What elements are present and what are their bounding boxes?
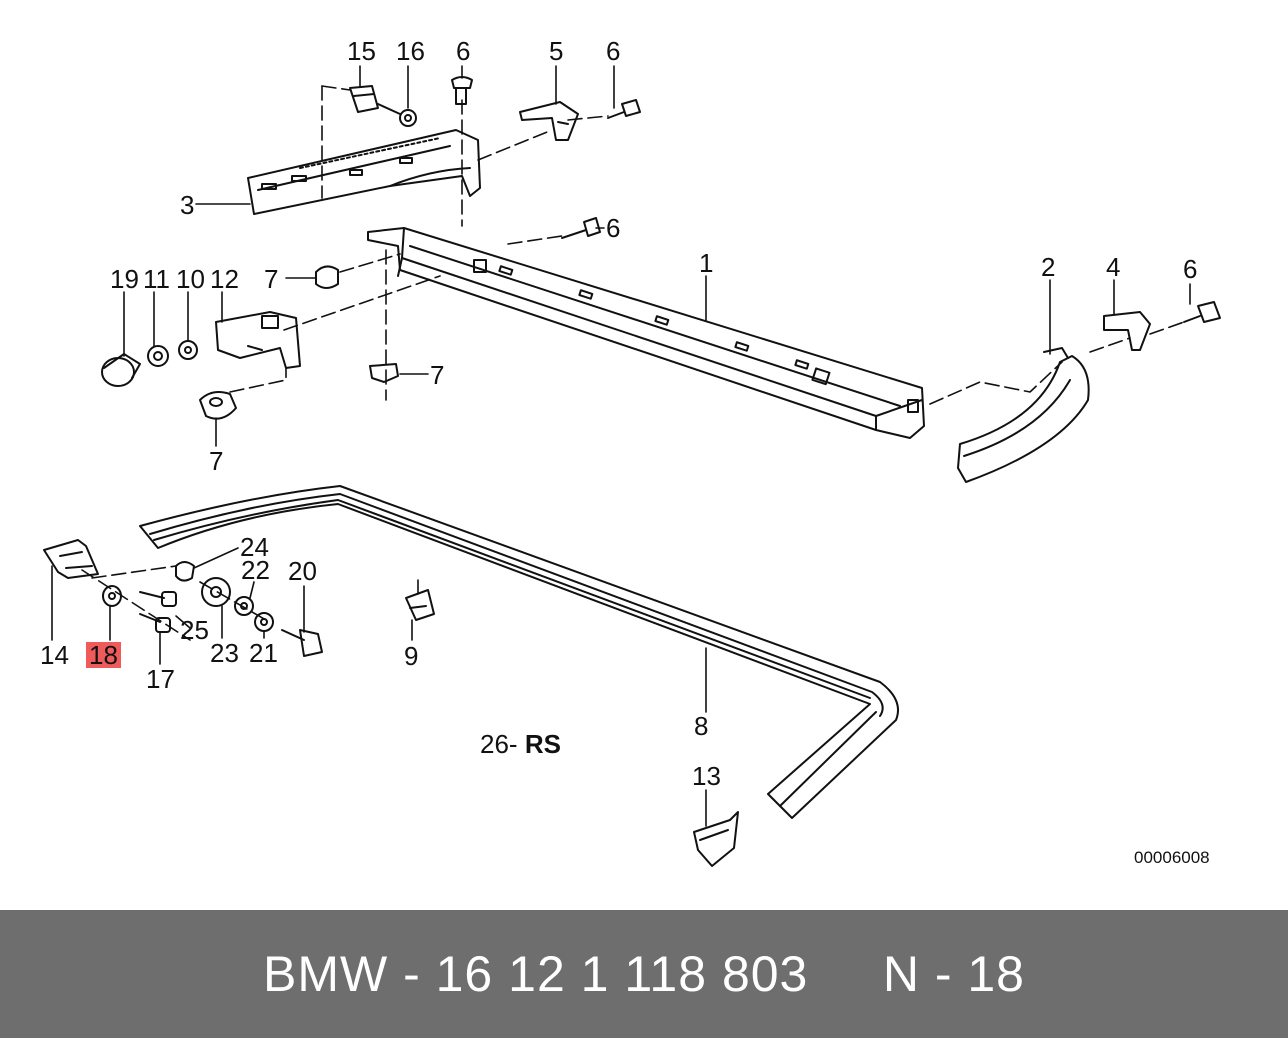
callout-7-lower[interactable]: 7 [209,446,224,476]
part-4-clip [1103,311,1151,351]
part-17-bolt [139,613,171,633]
part-23-bushing [201,577,231,607]
parts-diagram: 15 16 6 5 6 3 6 1 2 4 6 19 11 10 12 7 7 … [40,36,1221,867]
footer-bar: BMW - 16 12 1 118 803 N - 18 [0,910,1288,1038]
callout-6-right[interactable]: 6 [1183,254,1198,284]
section-number: 26 [480,729,509,759]
section-label: 26- RS [480,729,561,760]
part-7-nut-center [369,363,399,383]
part-12-bracket [215,311,301,369]
callout-22[interactable]: 22 [241,555,270,585]
callout-1[interactable]: 1 [699,248,714,278]
callout-19[interactable]: 19 [110,264,139,294]
callout-10[interactable]: 10 [176,264,205,294]
part-20-bolt [281,629,323,657]
section-code: RS [524,729,561,759]
callout-6-top[interactable]: 6 [456,36,471,66]
part-6-screw-top [451,76,473,105]
part-number-caption: BMW - 16 12 1 118 803 N - 18 [263,946,1025,1002]
callout-9[interactable]: 9 [404,641,419,671]
part-24-nut [175,561,195,582]
part-13-clip [693,811,739,867]
callout-4[interactable]: 4 [1106,252,1121,282]
part-6-screw-right-top [607,99,641,119]
part-7-nut-lower [199,391,237,420]
part-11-nut [147,345,169,367]
callout-5[interactable]: 5 [549,36,564,66]
callout-17[interactable]: 17 [146,664,175,694]
part-22-washer [234,596,254,616]
part-25-bolt [139,591,177,607]
part-15-clip [349,85,379,113]
part-6-screw-right [1183,301,1221,323]
part-19-cap [101,353,141,387]
leader-lines [51,65,1191,827]
callout-20[interactable]: 20 [288,556,317,586]
callout-12[interactable]: 12 [210,264,239,294]
callout-24[interactable]: 24 [240,532,269,562]
diagram-drawing [43,65,1221,867]
part-9-clip [405,589,435,621]
callout-11[interactable]: 11 [143,264,170,294]
callout-25[interactable]: 25 [180,615,209,645]
part-14-end-cap [43,539,99,579]
part-2-end-piece [957,347,1090,483]
part-10-washer [178,340,198,360]
part-5-clip [519,101,579,141]
callout-21[interactable]: 21 [249,638,278,668]
part-18-nut [102,585,122,607]
callout-14[interactable]: 14 [40,640,69,670]
callout-16[interactable]: 16 [396,36,425,66]
callout-6-mid[interactable]: 6 [606,213,621,243]
part-6-screw-mid [561,217,601,239]
callout-8[interactable]: 8 [694,711,709,741]
callout-2[interactable]: 2 [1041,252,1056,282]
callout-7-left[interactable]: 7 [264,264,279,294]
part-8-strip [139,485,899,819]
part-16-bolt [377,103,417,127]
diagram-code: 00006008 [1134,848,1210,867]
assembly-lines [81,85,1185,641]
callout-7-center[interactable]: 7 [430,360,445,390]
part-7-nut-left [315,265,339,289]
callout-3[interactable]: 3 [180,190,195,220]
callout-23[interactable]: 23 [210,638,239,668]
callout-13[interactable]: 13 [692,761,721,791]
section-dash: - [508,729,518,759]
part-1-carrier [367,227,925,439]
callout-15[interactable]: 15 [347,36,376,66]
part-3-bracket [247,129,481,215]
callout-18-highlighted[interactable]: 18 [86,642,121,668]
callout-6-top-right[interactable]: 6 [606,36,621,66]
